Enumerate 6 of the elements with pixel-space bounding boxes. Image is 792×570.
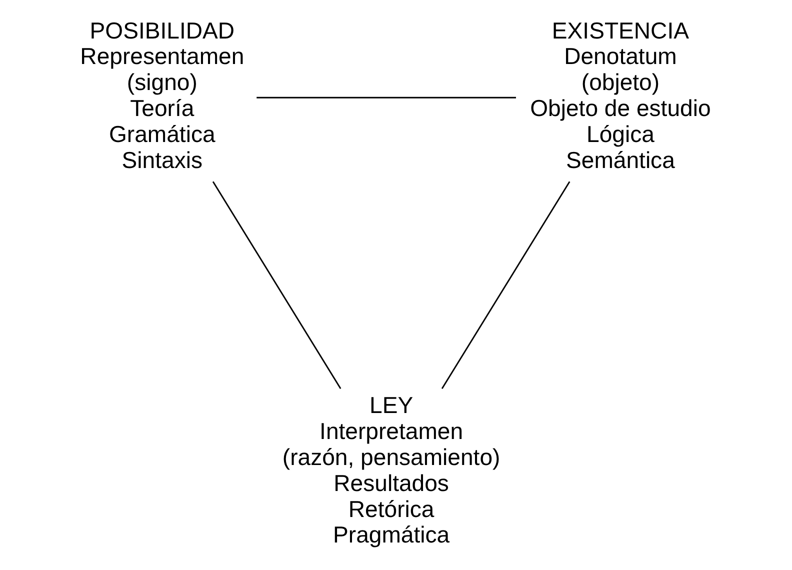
connector	[441, 181, 570, 389]
connector	[212, 181, 342, 389]
node-text: LEY Interpretamen (razón, pensamiento) Resultados Retórica Pragmática	[282, 392, 500, 548]
connector	[256, 96, 516, 98]
node-text: POSIBILIDAD Representamen (signo) Teoría Gramática Sintaxis	[80, 17, 244, 173]
node-text: EXISTENCIA Denotatum (objeto) Objeto de estudio Lógica Semántica	[530, 17, 711, 173]
